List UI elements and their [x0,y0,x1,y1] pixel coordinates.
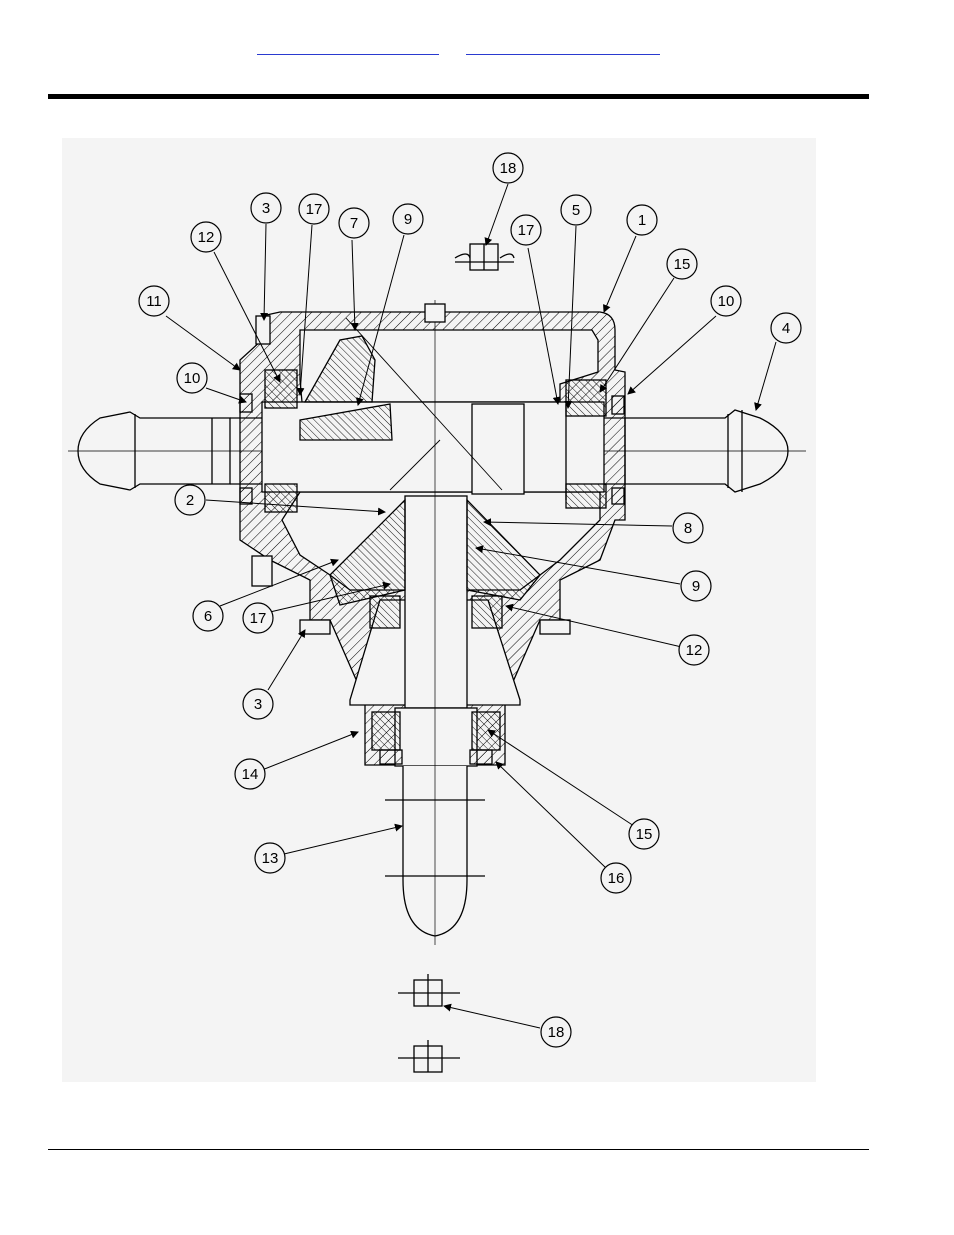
callout-label: 7 [350,215,358,232]
callout-label: 10 [184,370,201,387]
callout-label: 15 [636,826,653,843]
callout-label: 18 [548,1024,565,1041]
callout-label: 17 [250,610,267,627]
right-seal-top [611,395,625,415]
vertical-upper-bearing-left [369,595,401,629]
bottom-left-bolt [299,619,331,635]
side-bolt [251,555,273,587]
right-shaft-spacer [471,403,525,495]
callout-label: 8 [684,520,692,537]
right-upper-bearing [565,379,607,417]
callout-label: 9 [404,211,412,228]
callout-leaders [165,183,777,1029]
bottom-seal-right [469,749,493,765]
callout-label: 17 [518,222,535,239]
callout-label: 4 [782,320,790,337]
gearbox-exploded-drawing: 18 3 17 7 9 12 11 10 17 5 1 15 10 4 2 8 … [62,138,816,1082]
header-links [0,40,954,60]
callout-label: 10 [718,293,735,310]
header-link-2[interactable] [466,40,660,55]
header-rule [48,94,869,99]
vertical-lower-bearing-right [471,711,501,751]
callout-label: 13 [262,850,279,867]
right-seal-bottom [611,487,625,505]
callout-label: 11 [146,293,162,310]
vertical-shaft [404,495,468,709]
gearbox-body [68,243,806,1073]
vertical-upper-bearing-right [471,595,503,629]
callout-label: 15 [674,256,691,273]
callout-label: 17 [306,201,323,218]
right-lower-bearing [565,483,607,509]
left-upper-bearing [264,369,298,409]
callout-label: 6 [204,608,212,625]
callout-label: 12 [198,229,215,246]
callout-label: 3 [254,696,262,713]
callout-label: 14 [242,766,259,783]
key-detail-top [454,243,515,271]
callout-label: 5 [572,202,580,219]
top-vent-plug [424,303,446,323]
left-seal-top [239,393,253,413]
footer-rule [48,1149,869,1150]
header-link-1[interactable] [257,40,439,55]
callout-label: 3 [262,200,270,217]
vertical-bevel-gear-left [329,498,406,606]
callout-label: 12 [686,642,703,659]
callout-labels: 18 3 17 7 9 12 11 10 17 5 1 15 10 4 2 8 … [146,160,790,1041]
callout-label: 2 [186,492,194,509]
bottom-seal-left [379,749,403,765]
left-seal-bottom [239,487,253,505]
key-detail-bottom-1 [398,974,460,1007]
callout-label: 18 [500,160,517,177]
callout-balloons [138,152,802,1048]
vertical-lower-bearing-left [371,711,401,751]
bottom-right-bolt [539,619,571,635]
callout-label: 16 [608,870,625,887]
gearbox-drawing-svg: 18 3 17 7 9 12 11 10 17 5 1 15 10 4 2 8 … [62,138,816,1082]
callout-label: 1 [638,212,646,229]
left-input-shaft [77,411,231,491]
callout-label: 9 [692,578,700,595]
left-lower-bearing [264,483,298,513]
key-detail-bottom-2 [398,1040,460,1073]
